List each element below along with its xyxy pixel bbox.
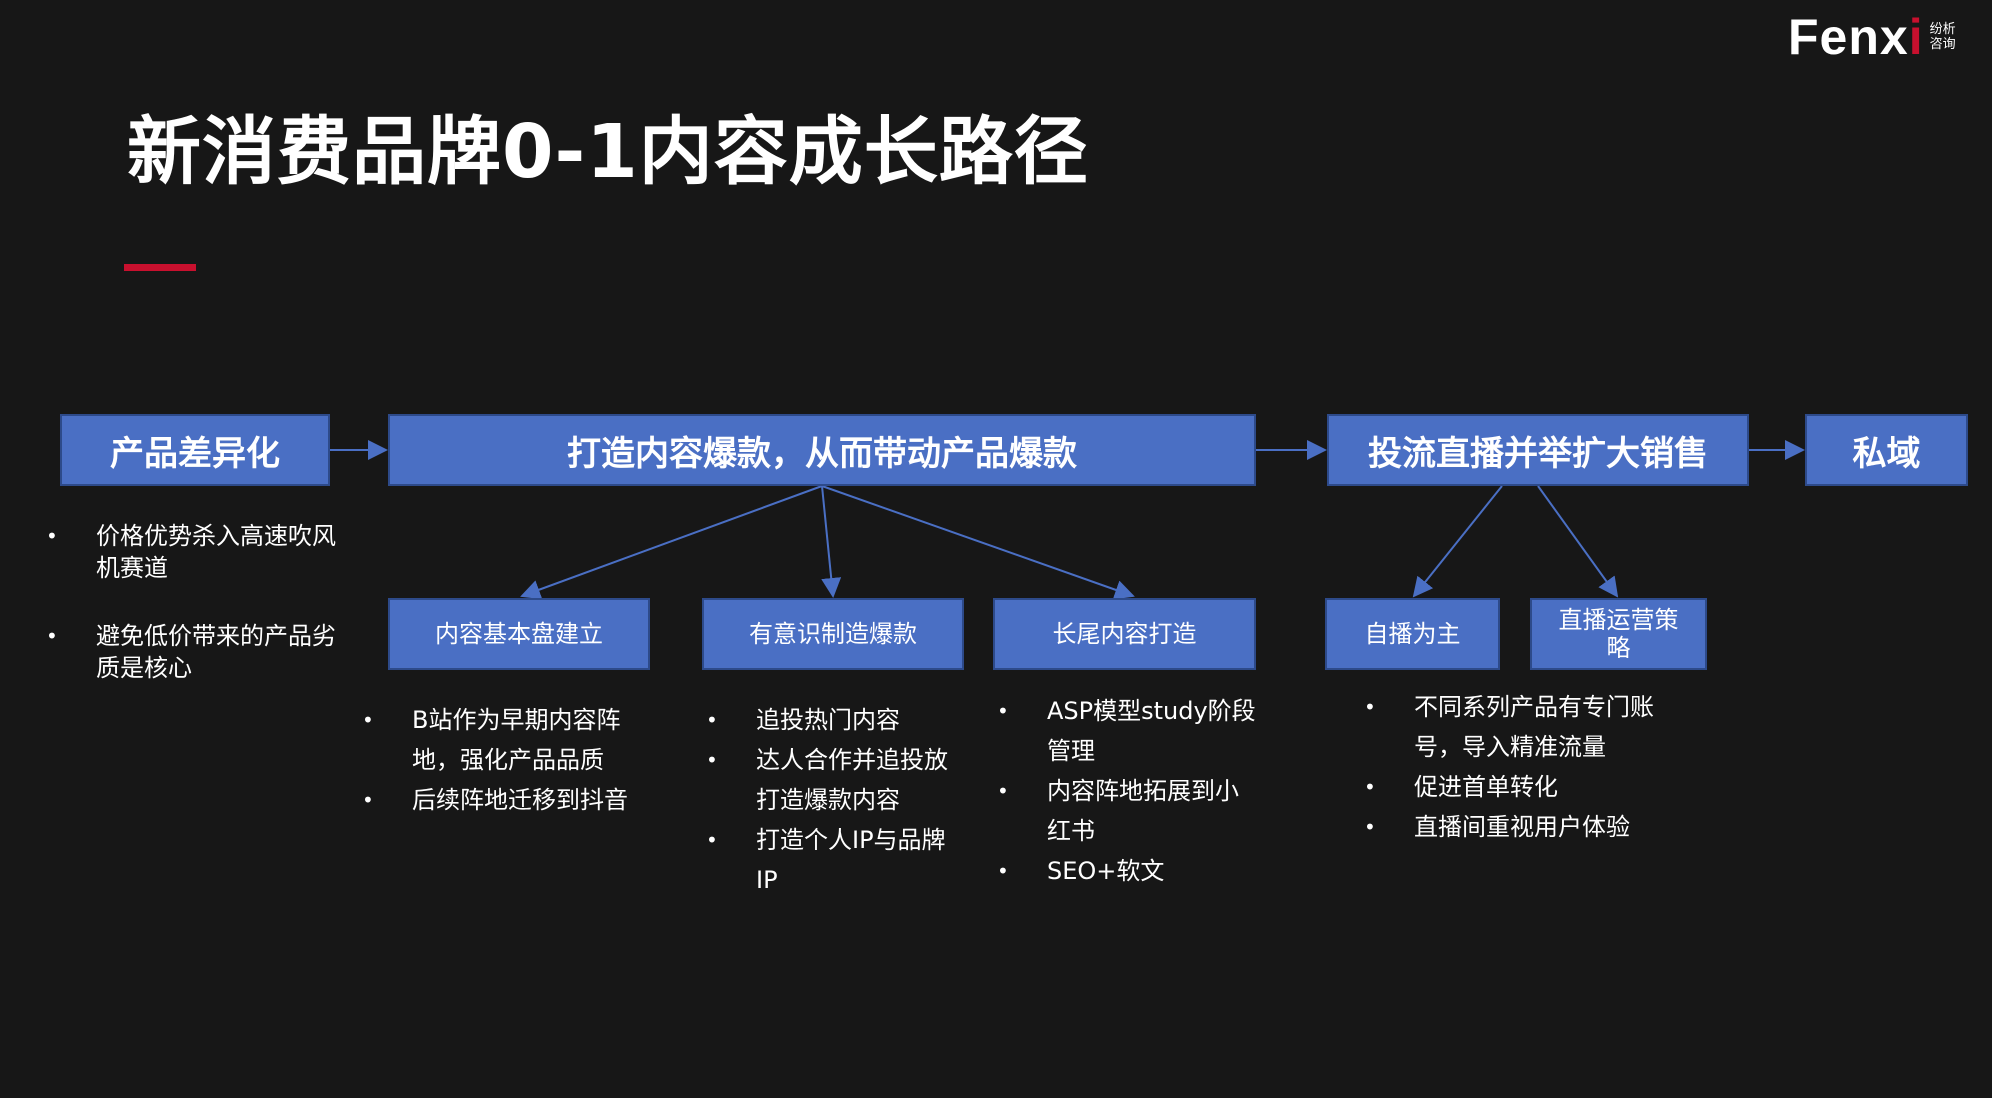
stage-content-hits: 打造内容爆款，从而带动产品爆款 bbox=[388, 414, 1256, 486]
list-item: 追投热门内容 bbox=[706, 700, 966, 740]
page-title: 新消费品牌0-1内容成长路径 bbox=[127, 109, 1089, 195]
notes-stage1: 价格优势杀入高速吹风机赛道 避免低价带来的产品劣质是核心 bbox=[46, 520, 336, 684]
sub-live-ops: 直播运营策略 bbox=[1530, 598, 1707, 670]
list-item: 后续阵地迁移到抖音 bbox=[362, 780, 667, 820]
stage-private-domain: 私域 bbox=[1805, 414, 1968, 486]
list-item: 价格优势杀入高速吹风机赛道 bbox=[46, 520, 336, 584]
list-item: 促进首单转化 bbox=[1364, 767, 1684, 807]
list-item: 避免低价带来的产品劣质是核心 bbox=[46, 620, 336, 684]
sub-long-tail: 长尾内容打造 bbox=[993, 598, 1256, 670]
sub-self-broadcast: 自播为主 bbox=[1325, 598, 1500, 670]
logo-wordmark: Fenxi bbox=[1788, 9, 1924, 65]
sub-create-hits: 有意识制造爆款 bbox=[702, 598, 964, 670]
list-item: 打造个人IP与品牌IP bbox=[706, 820, 966, 900]
arrow-to-sub4 bbox=[1412, 485, 1503, 598]
notes-sub3: ASP模型study阶段管理 内容阵地拓展到小红书 SEO+软文 bbox=[997, 691, 1257, 891]
list-item: B站作为早期内容阵地，强化产品品质 bbox=[362, 700, 667, 780]
list-item: 不同系列产品有专门账号，导入精准流量 bbox=[1364, 687, 1684, 767]
arrow-to-sub1 bbox=[520, 485, 823, 600]
notes-sub4: 不同系列产品有专门账号，导入精准流量 促进首单转化 直播间重视用户体验 bbox=[1364, 687, 1684, 847]
title-underline bbox=[124, 264, 196, 271]
logo-cn-text: 纷析咨询 bbox=[1929, 22, 1956, 52]
stage-ads-livestream: 投流直播并举扩大销售 bbox=[1327, 414, 1749, 486]
sub-content-base: 内容基本盘建立 bbox=[388, 598, 650, 670]
notes-sub1: B站作为早期内容阵地，强化产品品质 后续阵地迁移到抖音 bbox=[362, 700, 667, 820]
list-item: 内容阵地拓展到小红书 bbox=[997, 771, 1257, 851]
list-item: 直播间重视用户体验 bbox=[1364, 807, 1684, 847]
list-item: ASP模型study阶段管理 bbox=[997, 691, 1257, 771]
list-item: 达人合作并追投放打造爆款内容 bbox=[706, 740, 966, 820]
arrow-to-sub5 bbox=[1537, 485, 1619, 598]
notes-sub2: 追投热门内容 达人合作并追投放打造爆款内容 打造个人IP与品牌IP bbox=[706, 700, 966, 900]
list-item: SEO+软文 bbox=[997, 851, 1257, 891]
arrow-to-sub3 bbox=[821, 485, 1135, 600]
stage-product-differentiation: 产品差异化 bbox=[60, 414, 330, 486]
fenxi-logo: Fenxi 纷析咨询 bbox=[1788, 8, 1958, 66]
arrow-to-sub2 bbox=[821, 485, 842, 598]
